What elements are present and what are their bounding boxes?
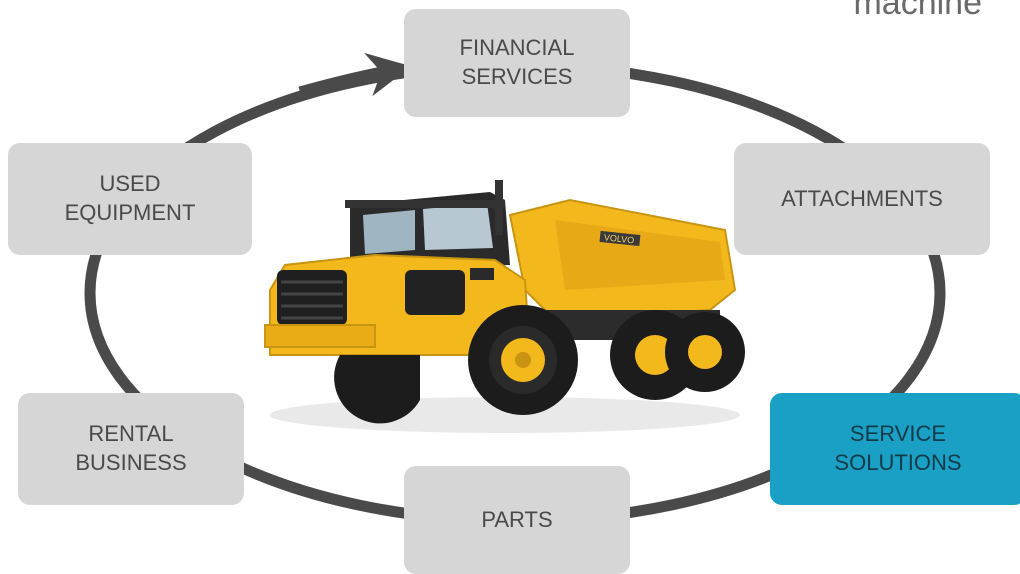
node-label-line: PARTS — [481, 506, 553, 532]
heading-text: machine — [853, 0, 982, 22]
node-label-line: EQUIPMENT — [64, 200, 196, 225]
node-label-line: ATTACHMENTS — [781, 185, 943, 211]
node-label-line: RENTAL — [88, 421, 174, 447]
node-rental-business[interactable]: RENTAL BUSINESS — [18, 393, 244, 505]
node-label-line: FINANCIAL — [459, 35, 575, 61]
node-label-line: USED — [99, 171, 161, 197]
node-attachments[interactable]: ATTACHMENTS — [734, 143, 990, 255]
node-financial-services[interactable]: FINANCIAL SERVICES — [404, 9, 630, 117]
truck-badge: VOLVO — [603, 232, 634, 245]
node-label-line: SOLUTIONS — [834, 450, 962, 475]
node-parts[interactable]: PARTS — [404, 466, 630, 574]
node-label-line: SERVICE — [849, 421, 947, 447]
node-label-line: SERVICES — [461, 64, 573, 89]
dump-truck-image: VOLVO — [255, 170, 745, 440]
articulated-dump-truck-icon: VOLVO — [264, 180, 745, 433]
node-service-solutions[interactable]: SERVICE SOLUTIONS — [770, 393, 1020, 505]
node-label-line: BUSINESS — [75, 450, 187, 475]
node-used-equipment[interactable]: USED EQUIPMENT — [8, 143, 252, 255]
cycle-arrow — [298, 52, 412, 98]
